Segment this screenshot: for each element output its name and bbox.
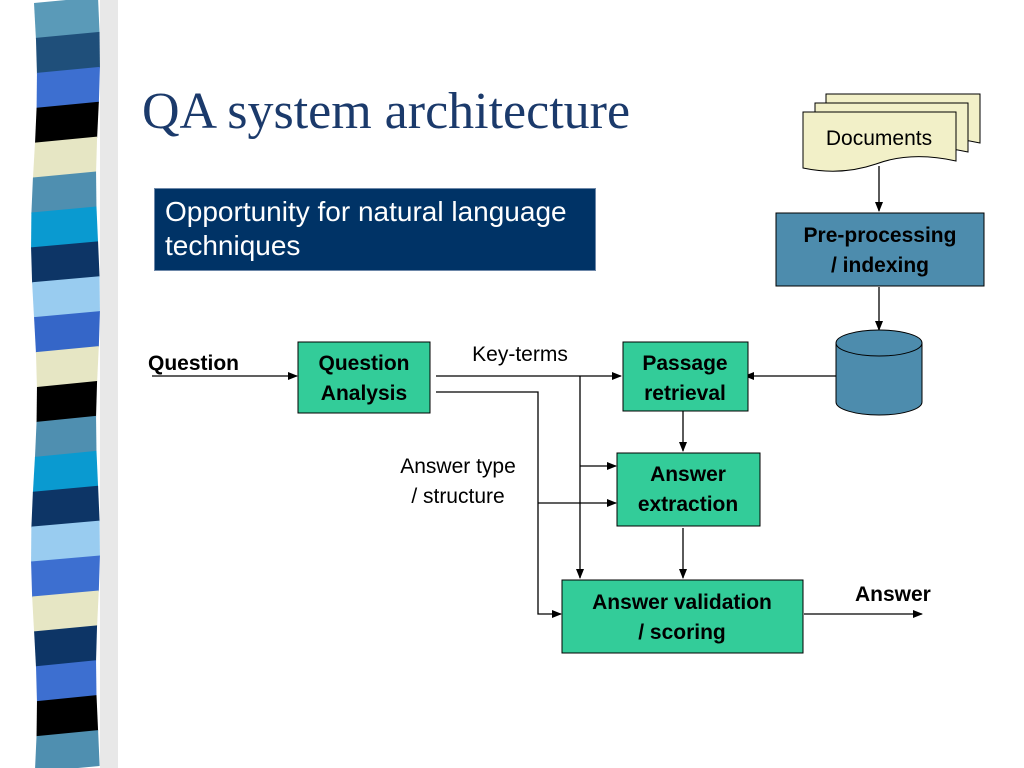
documents-stack: Documents [802, 93, 981, 172]
stripe-segment [34, 625, 98, 668]
answer-type-label-line-2: / structure [411, 485, 504, 508]
stripe-segment [31, 555, 100, 598]
stripe-segment [35, 101, 99, 144]
stripe-segment [31, 171, 97, 214]
passage-retrieval-label-line-1: Passage [642, 352, 727, 375]
stripe-segment [34, 415, 97, 458]
question-analysis-node: Question Analysis [297, 341, 431, 414]
database-top [835, 329, 923, 357]
passage-retrieval-label-line-2: retrieval [644, 382, 726, 405]
stripe-segment [31, 241, 100, 284]
stripe-segment [34, 311, 100, 354]
stripe-segment [36, 660, 97, 703]
passage-retrieval-box [622, 341, 749, 412]
answer-extraction-node: Answer extraction [616, 452, 761, 527]
question-input-label: Question [148, 352, 239, 375]
database-body [835, 342, 923, 416]
answer-extraction-box [616, 452, 761, 527]
answer-extraction-label-line-1: Answer [650, 463, 726, 486]
preprocessing-label-line-1: Pre-processing [804, 224, 957, 247]
answer-validation-label-line-1: Answer validation [592, 591, 772, 614]
question-analysis-box [297, 341, 431, 414]
stripe-segment [36, 66, 100, 109]
preprocessing-label-line-2: / indexing [831, 254, 929, 277]
preprocessing-node: Pre-processing / indexing [775, 212, 985, 287]
stripe-shadow [100, 0, 118, 768]
stripe-segment [35, 730, 100, 768]
database-cylinder [835, 329, 923, 416]
stripe-segment [32, 136, 98, 179]
answer-validation-box [561, 579, 804, 654]
stripe-segment [34, 0, 100, 39]
stripe-segment [36, 381, 98, 423]
stripe-segment [32, 276, 100, 319]
stripe-segment [31, 206, 99, 249]
connectors [152, 166, 923, 618]
stripe-segment [35, 31, 100, 74]
stripe-segment [32, 590, 99, 633]
stripe-segment [36, 695, 99, 738]
key-terms-label: Key-terms [472, 343, 568, 366]
answer-validation-label-line-2: / scoring [638, 621, 726, 644]
decorative-stripe-band [31, 0, 118, 768]
document-page-front [802, 111, 957, 172]
answer-output-label: Answer [855, 583, 931, 606]
documents-label: Documents [826, 127, 932, 150]
preprocessing-box [775, 212, 985, 287]
stripe-segment [31, 485, 100, 528]
passage-retrieval-node: Passage retrieval [622, 341, 749, 412]
answer-extraction-label-line-2: extraction [638, 493, 738, 516]
highlight-box: Opportunity for natural language techniq… [154, 188, 596, 271]
stripe-segment [31, 520, 100, 563]
question-analysis-label-line-2: Analysis [321, 382, 407, 405]
slide-title: QA system architecture [142, 83, 631, 140]
question-analysis-label-line-1: Question [318, 352, 409, 375]
answer-validation-node: Answer validation / scoring [561, 579, 804, 654]
stripe-segment [35, 346, 99, 388]
answer-type-label-line-1: Answer type [400, 455, 516, 478]
stripe-segment [32, 450, 99, 493]
